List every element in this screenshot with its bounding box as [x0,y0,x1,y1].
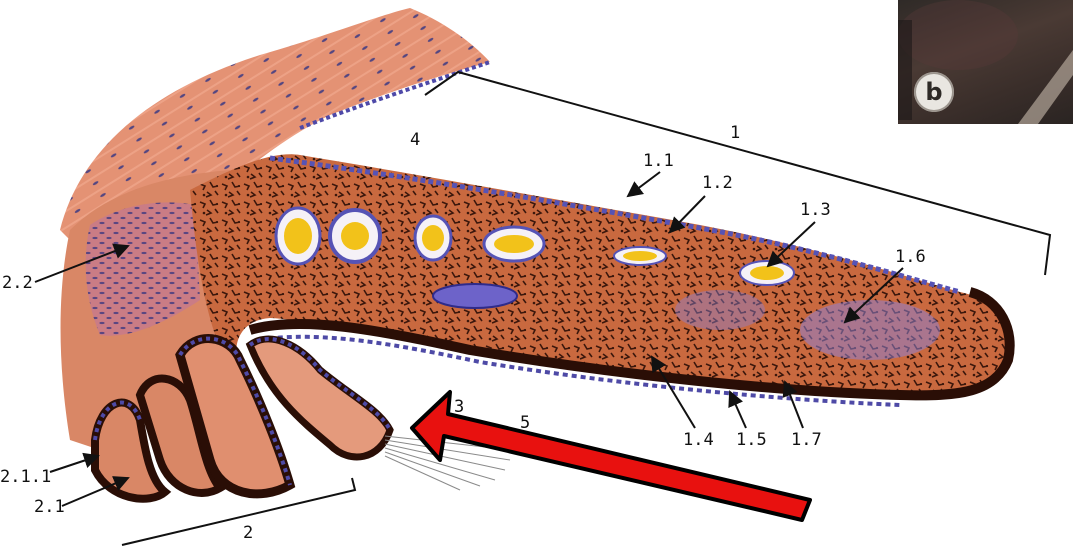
label-1: 1 [730,123,740,143]
inset-photo: b [898,0,1073,124]
inset-badge: b [914,72,954,112]
label-1-1: 1.1 [643,151,674,171]
label-1-4: 1.4 [683,430,714,450]
label-5: 5 [520,413,530,433]
label-2-1-1: 2.1.1 [0,467,51,487]
red-arrow-icon [412,392,810,520]
label-2-1: 2.1 [34,497,65,517]
region-1-6 [800,300,940,360]
label-1-3: 1.3 [800,200,831,220]
label-3: 3 [454,397,464,417]
label-2: 2 [243,523,253,543]
label-1-5: 1.5 [736,430,767,450]
label-1-6: 1.6 [895,247,926,267]
label-1-7: 1.7 [791,430,822,450]
label-2-2: 2.2 [2,273,33,293]
label-4: 4 [410,130,420,150]
region-purple-mid [675,290,765,330]
label-1-2: 1.2 [702,173,733,193]
